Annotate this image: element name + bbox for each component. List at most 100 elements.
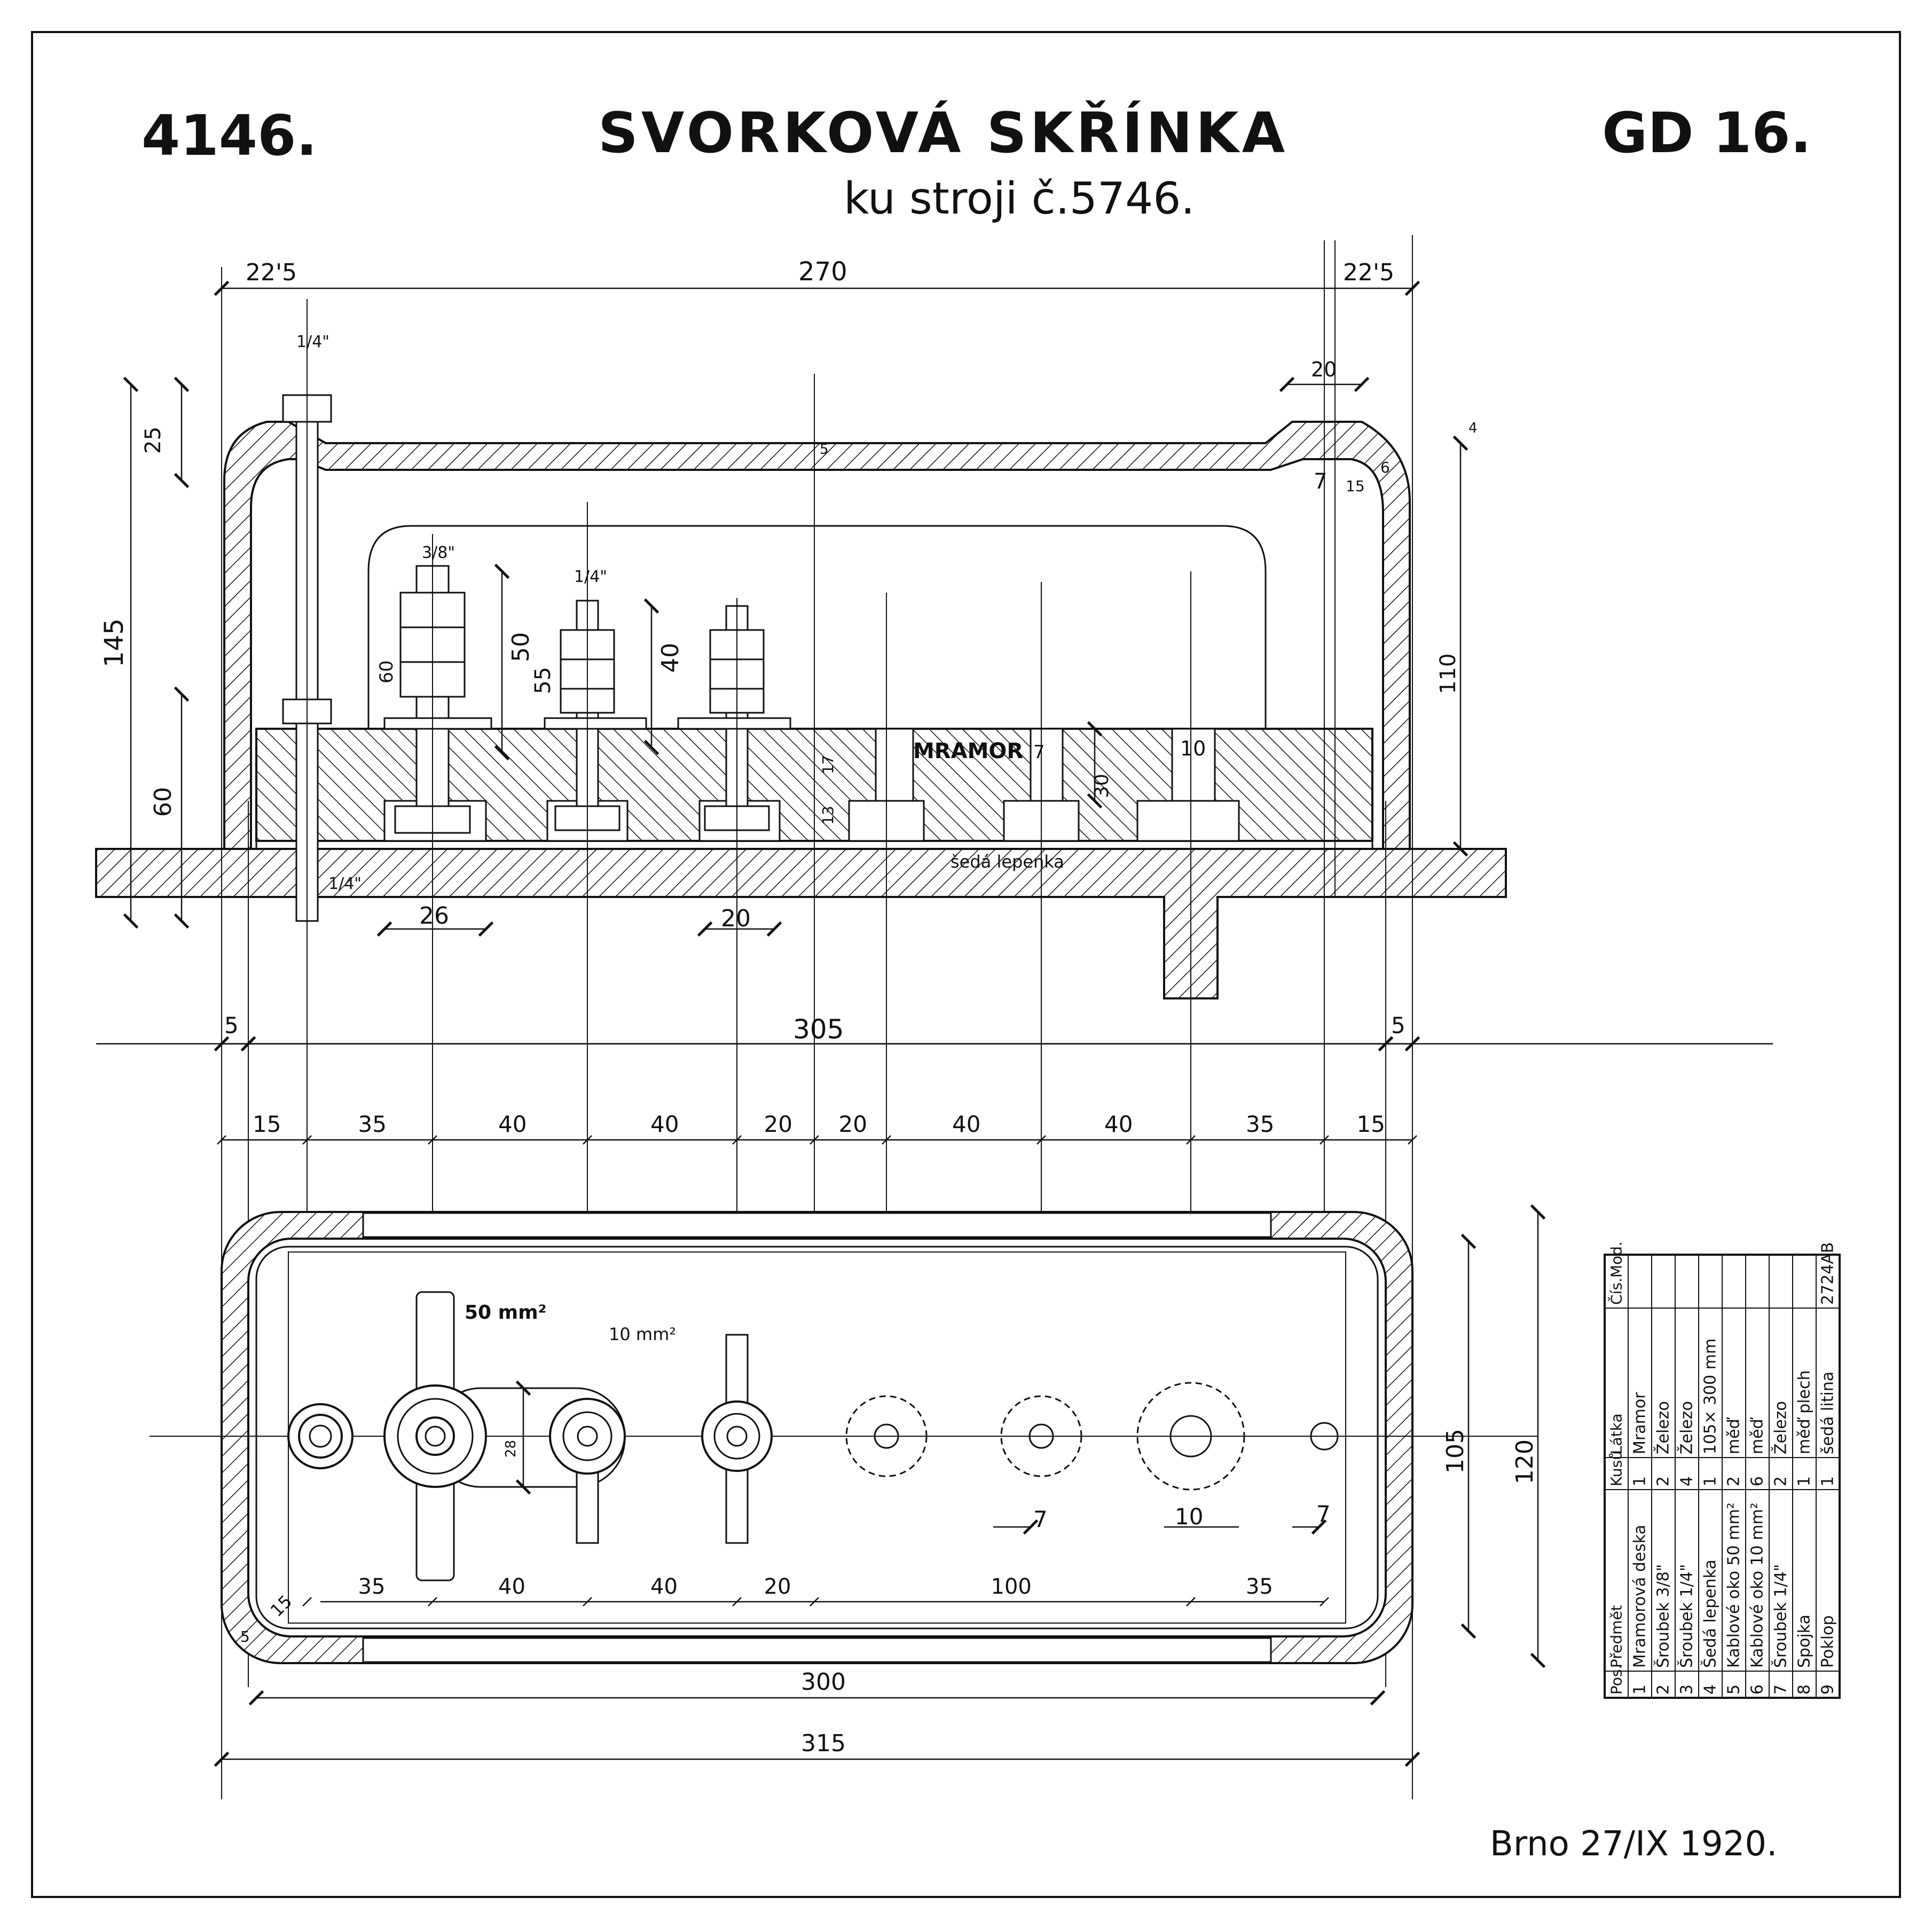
dim-30: 30 xyxy=(1091,774,1113,798)
cover-shell xyxy=(223,421,1411,850)
dim-quarter-bot: 1/4" xyxy=(328,875,362,893)
table-cell: Šedá lepenka xyxy=(1700,1560,1720,1668)
hole-7b xyxy=(1030,728,1064,802)
plan-dim-2: 40 xyxy=(650,1574,678,1599)
drawing-number: 4146. xyxy=(142,103,317,168)
terminal-left xyxy=(287,1403,354,1469)
table-cell: 8 xyxy=(1795,1684,1814,1695)
housing-inner xyxy=(247,1238,1387,1637)
dim-7-top: 7 xyxy=(1314,469,1327,494)
dim-7-a: 7 xyxy=(1033,1506,1048,1532)
plan-dim-3: 20 xyxy=(764,1574,791,1599)
dim-6: 6 xyxy=(1380,459,1390,476)
table-cell: 1 xyxy=(1701,1476,1720,1486)
dim-15-top: 15 xyxy=(1346,477,1365,495)
table-cell: 4 xyxy=(1701,1684,1720,1695)
dim-145: 145 xyxy=(99,618,129,667)
table-cell: šedá litina xyxy=(1819,1372,1837,1454)
dim-60-in: 60 xyxy=(376,660,397,683)
table-cell: Čís.Mod. xyxy=(1607,1241,1625,1305)
hole-7 xyxy=(875,728,914,802)
dim-5: 5 xyxy=(240,1628,250,1645)
dim-25: 25 xyxy=(141,427,166,454)
dim-5-right: 5 xyxy=(1391,1012,1405,1038)
table-cell: 5 xyxy=(1725,1684,1743,1695)
dim-26: 26 xyxy=(419,902,449,930)
drawing-code: GD 16. xyxy=(1602,100,1811,166)
plan-dim-1: 40 xyxy=(498,1574,525,1599)
table-cell: Spojka xyxy=(1795,1615,1814,1668)
table-cell: 2 xyxy=(1654,1684,1673,1695)
dim-20: 20 xyxy=(1311,358,1337,381)
inner-outline xyxy=(367,525,1267,729)
chain-dim-0: 15 xyxy=(253,1111,281,1137)
label-cable-50: 50 mm² xyxy=(465,1302,546,1324)
drawing-subtitle: ku stroji č.5746. xyxy=(844,174,1195,224)
table-cell: Železo xyxy=(1677,1401,1697,1454)
chain-dim-6: 40 xyxy=(952,1111,980,1137)
table-cell: 3 xyxy=(1678,1684,1697,1695)
dim-10: 10 xyxy=(1175,1503,1203,1530)
plan-dim-5: 35 xyxy=(1246,1574,1273,1599)
label-mramor: MRAMOR xyxy=(913,739,1023,763)
chain-dim-7: 40 xyxy=(1104,1111,1133,1137)
table-cell: Šroubek 1/4" xyxy=(1677,1564,1697,1668)
chain-dim-9: 15 xyxy=(1357,1111,1385,1137)
chain-dim-1: 35 xyxy=(358,1111,387,1137)
dim-10-mid: 10 xyxy=(1180,737,1206,760)
table-cell: 2724AB xyxy=(1819,1242,1837,1305)
dim-315: 315 xyxy=(801,1730,846,1757)
table-cell: Mramor xyxy=(1631,1392,1650,1454)
hole-group xyxy=(845,1382,1339,1491)
table-cell: Šroubek 3/8" xyxy=(1653,1564,1673,1668)
table-cell: 9 xyxy=(1819,1684,1837,1695)
hole-10 xyxy=(1171,728,1216,802)
terminal-10-a xyxy=(549,1398,626,1544)
table-cell: Látka xyxy=(1608,1413,1625,1454)
dim-300: 300 xyxy=(801,1668,846,1696)
label-seda-lepenka: šedá lepenka xyxy=(951,852,1064,872)
table-cell: 1 xyxy=(1795,1476,1814,1486)
chain-dim-3: 40 xyxy=(650,1111,679,1137)
dim-110: 110 xyxy=(1436,654,1460,694)
chain-dim-8: 35 xyxy=(1246,1111,1274,1137)
dim-20-bot: 20 xyxy=(721,905,751,932)
chain-dim-4: 20 xyxy=(764,1111,792,1137)
sheet-border xyxy=(31,31,1901,1898)
dim-105: 105 xyxy=(1442,1429,1469,1474)
table-cell: 2 xyxy=(1772,1476,1790,1486)
dim-13: 13 xyxy=(819,806,837,825)
table-cell: Poklop xyxy=(1819,1616,1837,1668)
dim-55: 55 xyxy=(531,667,555,694)
drawing-title: SVORKOVÁ SKŘÍNKA xyxy=(598,100,1288,166)
dim-28: 28 xyxy=(503,1440,519,1458)
table-cell: Mramorová deska xyxy=(1631,1525,1650,1668)
dim-7-mid: 7 xyxy=(1033,742,1045,763)
table-cell: 1 xyxy=(1631,1684,1650,1695)
table-cell: Předmět xyxy=(1608,1605,1625,1668)
dim-305: 305 xyxy=(793,1014,844,1045)
table-cell: 1 xyxy=(1819,1476,1837,1486)
dim-quarter-mid: 1/4" xyxy=(574,568,607,586)
plan-dim-0: 35 xyxy=(358,1574,386,1599)
dim-4: 4 xyxy=(1468,420,1478,436)
dim-5-top: 5 xyxy=(820,442,829,458)
dim-270: 270 xyxy=(798,257,847,287)
dim-7-b: 7 xyxy=(1316,1501,1331,1527)
table-cell: Železo xyxy=(1771,1401,1790,1454)
dim-225-left: 22'5 xyxy=(246,259,297,286)
table-cell: Kablové oko 10 mm² xyxy=(1748,1502,1767,1668)
table-cell: 1 xyxy=(1631,1476,1650,1486)
dim-quarter-top: 1/4" xyxy=(296,333,329,351)
label-cable-10: 10 mm² xyxy=(609,1324,676,1344)
dimension-lines-top xyxy=(123,280,1468,937)
table-cell: 4 xyxy=(1678,1476,1697,1486)
base-plate xyxy=(95,848,1507,999)
plate-outline xyxy=(255,1246,1379,1629)
table-cell: Kablové oko 50 mm² xyxy=(1725,1502,1743,1668)
